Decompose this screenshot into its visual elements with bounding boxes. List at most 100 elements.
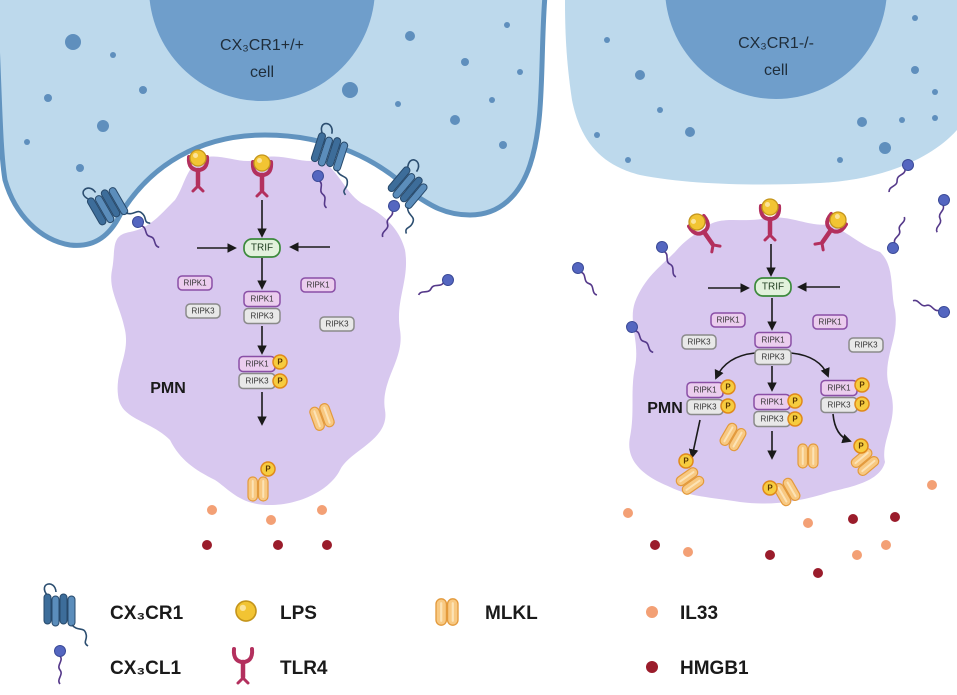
legend-label-tlr4: TLR4	[280, 658, 328, 679]
lps-ball-icon	[235, 600, 257, 622]
hmgb1-dot-icon	[646, 661, 658, 673]
cx3cl1-ligand-icon	[53, 644, 67, 685]
phosphate-badge: P	[272, 354, 288, 370]
hmgb1-dot	[765, 550, 775, 560]
svg-text:P: P	[725, 383, 731, 392]
wildtype-cell-genotype-label: CX₃CR1+/+	[220, 37, 304, 54]
phosphate-badge: P	[787, 411, 803, 427]
svg-text:P: P	[265, 465, 271, 474]
hmgb1-dot	[890, 512, 900, 522]
cytoplasm-dot	[499, 141, 507, 149]
cx3cl1-ligand-icon	[885, 214, 911, 256]
ripk1-box: RIPK1	[177, 275, 213, 291]
ripk3-box: RIPK3	[238, 372, 276, 390]
cytoplasm-dot	[342, 82, 358, 98]
legend-label-hmgb1: HMGB1	[680, 658, 749, 679]
il33-dot	[683, 547, 693, 557]
ripk3-box: RIPK3	[848, 337, 884, 353]
cytoplasm-dot	[857, 117, 867, 127]
ripk1-box: RIPK1	[820, 379, 858, 397]
knockout-cell-genotype-label: CX₃CR1-/-	[738, 35, 814, 52]
cytoplasm-dot	[24, 139, 30, 145]
ripk1-box: RIPK1	[753, 393, 791, 411]
il33-dot	[623, 508, 633, 518]
svg-text:RIPK1: RIPK1	[818, 318, 842, 327]
svg-text:TRIF: TRIF	[762, 282, 784, 293]
cytoplasm-dot	[461, 58, 469, 66]
hmgb1-dot	[273, 540, 283, 550]
cytoplasm-dot	[44, 94, 52, 102]
cytoplasm-dot	[489, 97, 495, 103]
il33-dot-icon	[646, 606, 658, 618]
cytoplasm-dot	[395, 101, 401, 107]
hmgb1-dot	[322, 540, 332, 550]
svg-text:TRIF: TRIF	[251, 243, 273, 254]
svg-text:RIPK3: RIPK3	[191, 307, 215, 316]
ripk1-box: RIPK1	[812, 314, 848, 330]
lps-ball-icon	[761, 198, 779, 216]
cytoplasm-dot	[594, 132, 600, 138]
knockout-cell-word-label: cell	[764, 62, 788, 79]
phosphate-badge: P	[853, 438, 869, 454]
trif-box: TRIF	[243, 238, 281, 258]
lps-ball-icon	[253, 154, 271, 172]
arrow-ripk-to-left-complex	[714, 352, 756, 380]
legend-label-cx3cl1: CX₃CL1	[110, 658, 182, 679]
cytoplasm-dot	[139, 86, 147, 94]
cytoplasm-dot	[657, 107, 663, 113]
phosphate-badge: P	[720, 398, 736, 414]
cytoplasm-dot	[932, 115, 938, 121]
hmgb1-dot	[650, 540, 660, 550]
knockout-nucleus	[665, 0, 887, 99]
mlkl-icon	[434, 597, 460, 627]
legend-label-cx3cr1: CX₃CR1	[110, 603, 184, 624]
cx3cl1-ligand-icon	[569, 259, 603, 299]
arrow-left-complex-to-mlkl	[688, 419, 701, 459]
pmn-label: PMN	[647, 400, 683, 417]
cx3cl1-ligand-icon	[910, 294, 952, 320]
ripk3-box: RIPK3	[185, 303, 221, 319]
il33-dot	[207, 505, 217, 515]
cx3cl1-ligand-icon	[930, 192, 952, 235]
wildtype-cell-word-label: cell	[250, 64, 274, 81]
svg-text:P: P	[859, 381, 865, 390]
trif-box: TRIF	[754, 277, 792, 297]
svg-text:RIPK3: RIPK3	[687, 338, 711, 347]
svg-text:RIPK1: RIPK1	[827, 384, 851, 393]
cytoplasm-dot	[97, 120, 109, 132]
ripk3-box: RIPK3	[681, 334, 717, 350]
pmn-label: PMN	[150, 380, 186, 397]
ripk3-box: RIPK3	[243, 307, 281, 325]
cytoplasm-dot	[685, 127, 695, 137]
ripk1-box: RIPK1	[754, 331, 792, 349]
cytoplasm-dots	[594, 15, 938, 163]
cytoplasm-dot	[879, 142, 891, 154]
phosphate-badge: P	[260, 461, 276, 477]
il33-dot	[803, 518, 813, 528]
svg-text:RIPK3: RIPK3	[693, 403, 717, 412]
il33-dot	[266, 515, 276, 525]
cytoplasm-dot	[604, 37, 610, 43]
hmgb1-dot	[813, 568, 823, 578]
svg-text:RIPK1: RIPK1	[245, 360, 269, 369]
arrow-right-complex-to-mlkl	[832, 413, 852, 444]
phosphate-badge: P	[854, 396, 870, 412]
cytoplasm-dots	[24, 22, 523, 172]
cytoplasm-dot	[932, 89, 938, 95]
phosphate-badge: P	[720, 379, 736, 395]
ripk3-box: RIPK3	[754, 348, 792, 366]
svg-text:P: P	[277, 358, 283, 367]
svg-text:RIPK3: RIPK3	[760, 415, 784, 424]
cytoplasm-dot	[110, 52, 116, 58]
svg-text:RIPK3: RIPK3	[245, 377, 269, 386]
svg-text:RIPK3: RIPK3	[761, 353, 785, 362]
svg-text:RIPK1: RIPK1	[183, 279, 207, 288]
arrow-ripk-to-right-complex	[790, 352, 830, 378]
svg-text:RIPK1: RIPK1	[716, 316, 740, 325]
ripk3-box: RIPK3	[753, 410, 791, 428]
cytoplasm-dot	[517, 69, 523, 75]
released-molecules	[623, 480, 937, 578]
hmgb1-dot	[848, 514, 858, 524]
ripk1-box: RIPK1	[686, 381, 724, 399]
